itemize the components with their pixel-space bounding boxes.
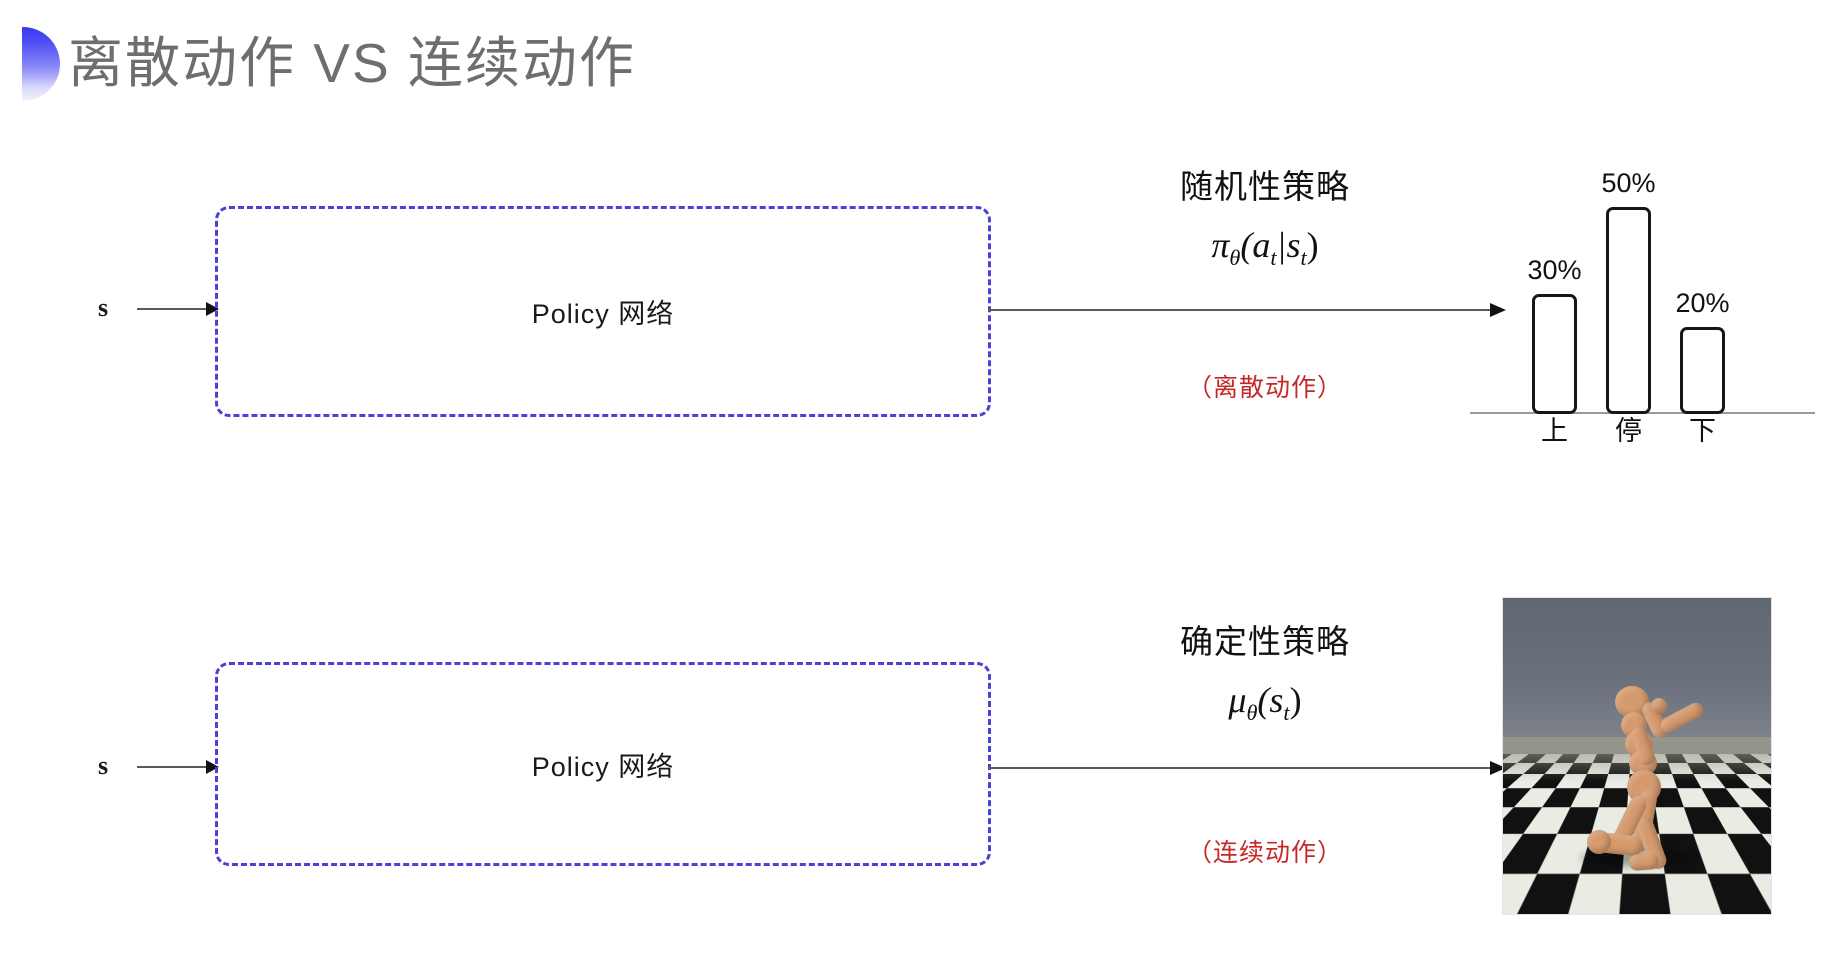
output-arrow-continuous xyxy=(988,761,1506,775)
input-arrow-discrete xyxy=(137,302,219,316)
chart-bar-value: 30% xyxy=(1527,255,1582,285)
humanoid-left-hand xyxy=(1651,698,1667,714)
policy-network-label: Policy 网络 xyxy=(531,751,675,782)
formula-close-paren: ) xyxy=(1289,680,1302,720)
formula-theta: θ xyxy=(1246,700,1258,726)
chart-bar-group: 20% 下 xyxy=(1675,164,1729,446)
chart-bar-value: 20% xyxy=(1675,288,1730,318)
row-continuous: s Policy 网络 确定性策略 μθ(st) （连续动作） xyxy=(0,460,1846,966)
arrow-shaft xyxy=(137,308,208,310)
policy-network-box-continuous[interactable]: Policy 网络 xyxy=(215,662,991,866)
annotation-continuous: 确定性策略 μθ(st) xyxy=(1125,615,1405,726)
annotation-title-continuous: 确定性策略 xyxy=(1180,623,1350,660)
annotation-red-discrete: （离散动作） xyxy=(1186,374,1343,402)
formula-theta: θ xyxy=(1229,245,1241,271)
formula-mu: μ xyxy=(1228,680,1247,720)
formula-action: (a xyxy=(1240,225,1271,265)
humanoid-simulation-image xyxy=(1502,597,1772,915)
chart-bar-value: 50% xyxy=(1601,168,1656,198)
arrow-shaft xyxy=(988,767,1492,769)
formula-state: (s xyxy=(1257,680,1284,720)
row-discrete: s Policy 网络 随机性策略 πθ(at|st) （离散动作） 30% xyxy=(98,110,1815,448)
output-arrow-discrete xyxy=(988,303,1506,317)
formula-action-sub: t xyxy=(1270,245,1277,271)
probability-bar-chart: 30% 上 50% 停 20% 下 xyxy=(1470,110,1815,448)
humanoid-back-foot xyxy=(1587,830,1611,854)
policy-network-label: Policy 网络 xyxy=(531,299,675,329)
chart-bar xyxy=(1606,207,1651,414)
input-state-label-discrete: s xyxy=(98,293,109,322)
chart-bar-category: 下 xyxy=(1689,416,1716,446)
humanoid-front-foot xyxy=(1628,852,1660,872)
formula-close-paren: ) xyxy=(1306,225,1319,265)
annotation-red-continuous: （连续动作） xyxy=(1186,839,1343,867)
input-arrow-continuous xyxy=(137,760,219,774)
formula-state-sub: t xyxy=(1300,245,1307,271)
formula-state: |s xyxy=(1276,225,1301,265)
annotation-title-discrete: 随机性策略 xyxy=(1180,168,1350,205)
arrow-head-icon xyxy=(1490,303,1506,317)
chart-bar-group: 30% 上 xyxy=(1527,164,1581,446)
formula-state-sub: t xyxy=(1283,700,1290,726)
chart-bar-group: 50% 停 xyxy=(1601,164,1655,446)
annotation-formula-discrete: πθ(at|st) xyxy=(1125,224,1405,271)
chart-bar xyxy=(1532,294,1577,414)
annotation-discrete: 随机性策略 πθ(at|st) xyxy=(1125,160,1405,271)
chart-bar xyxy=(1680,327,1725,414)
annotation-formula-continuous: μθ(st) xyxy=(1125,679,1405,726)
chart-bar-category: 上 xyxy=(1541,416,1568,446)
arrow-shaft xyxy=(137,766,208,768)
policy-network-box-discrete[interactable]: Policy 网络 xyxy=(215,206,991,417)
input-state-label-continuous: s xyxy=(98,751,109,780)
formula-pi: π xyxy=(1211,225,1230,265)
arrow-shaft xyxy=(988,309,1492,311)
page-title: 离散动作 VS 连续动作 xyxy=(68,32,636,94)
chart-bar-category: 停 xyxy=(1615,416,1642,446)
